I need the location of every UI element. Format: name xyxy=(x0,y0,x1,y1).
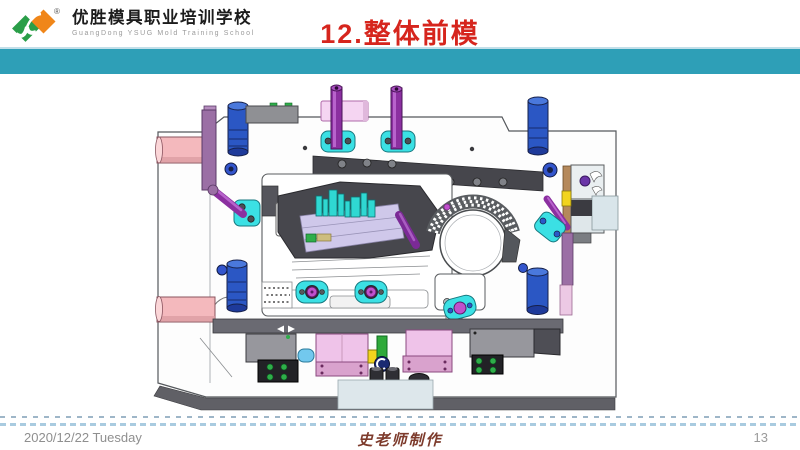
slide-title: 12.整体前模 xyxy=(320,19,480,49)
footer-dashed-line-upper xyxy=(0,416,800,418)
blue-cylinder-lower-left xyxy=(216,259,248,313)
page-number: 13 xyxy=(753,430,768,445)
purple-pins-top xyxy=(320,84,416,153)
left-angle-pin-unit xyxy=(201,105,261,227)
pink-support-cylinders xyxy=(155,136,216,323)
footer-dashed-line-lower xyxy=(0,423,800,426)
blue-cylinder-lower-right xyxy=(518,263,549,315)
front-mold-cad-drawing xyxy=(153,84,619,411)
logo-chinese-name: 优胜模具职业培训学校 xyxy=(72,9,252,27)
right-slide-unit xyxy=(534,164,619,316)
cyan-mount-plates xyxy=(295,280,477,321)
footer-date: 2020/12/22 Tuesday xyxy=(24,430,142,445)
header-bar xyxy=(0,47,800,74)
school-logo: ® 优胜模具职业培训学校 GuangDong YSUG Mold Trainin… xyxy=(8,5,255,51)
hex-texture-patch xyxy=(261,281,293,309)
blue-cylinder-top-right xyxy=(527,96,558,178)
center-angle-pin xyxy=(395,211,420,249)
bottom-actuator-rail xyxy=(212,318,564,410)
blue-cylinder-top-left xyxy=(224,101,249,176)
logo-diamonds-icon: ® xyxy=(12,7,60,42)
logo-english-name: GuangDong YSUG Mold Training School xyxy=(72,30,255,37)
cyan-ribs xyxy=(315,189,376,218)
footer-author: 史老师制作 xyxy=(357,431,443,449)
registered-mark: ® xyxy=(54,7,60,16)
mold-assembly-figure xyxy=(0,76,800,420)
